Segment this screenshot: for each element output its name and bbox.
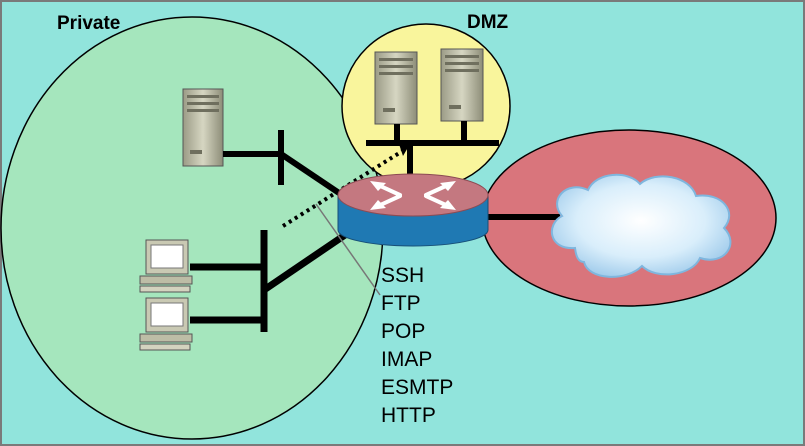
server-tower-icon (440, 48, 484, 122)
protocol-esmtp: ESMTP (381, 376, 453, 399)
dmz-zone (341, 23, 511, 189)
server-tower-icon (374, 51, 418, 125)
protocol-imap: IMAP (381, 348, 432, 371)
server-tower-icon (182, 88, 224, 167)
desktop-computer-icon (139, 239, 193, 293)
protocol-callout-line (315, 203, 381, 296)
private-server-link (223, 130, 347, 200)
protocol-ssh: SSH (381, 264, 424, 287)
arrow-icon (398, 141, 410, 156)
private-zone (0, 16, 384, 440)
workstation-bus (190, 230, 347, 332)
router-icon (337, 173, 489, 247)
cloud-icon (550, 173, 732, 278)
protocol-http: HTTP (381, 404, 436, 427)
desktop-computer-icon (139, 297, 193, 351)
private-zone-label: Private (57, 13, 120, 34)
dmz-zone-label: DMZ (467, 12, 509, 33)
protocol-pop: POP (381, 320, 425, 343)
protocol-ftp: FTP (381, 292, 421, 315)
